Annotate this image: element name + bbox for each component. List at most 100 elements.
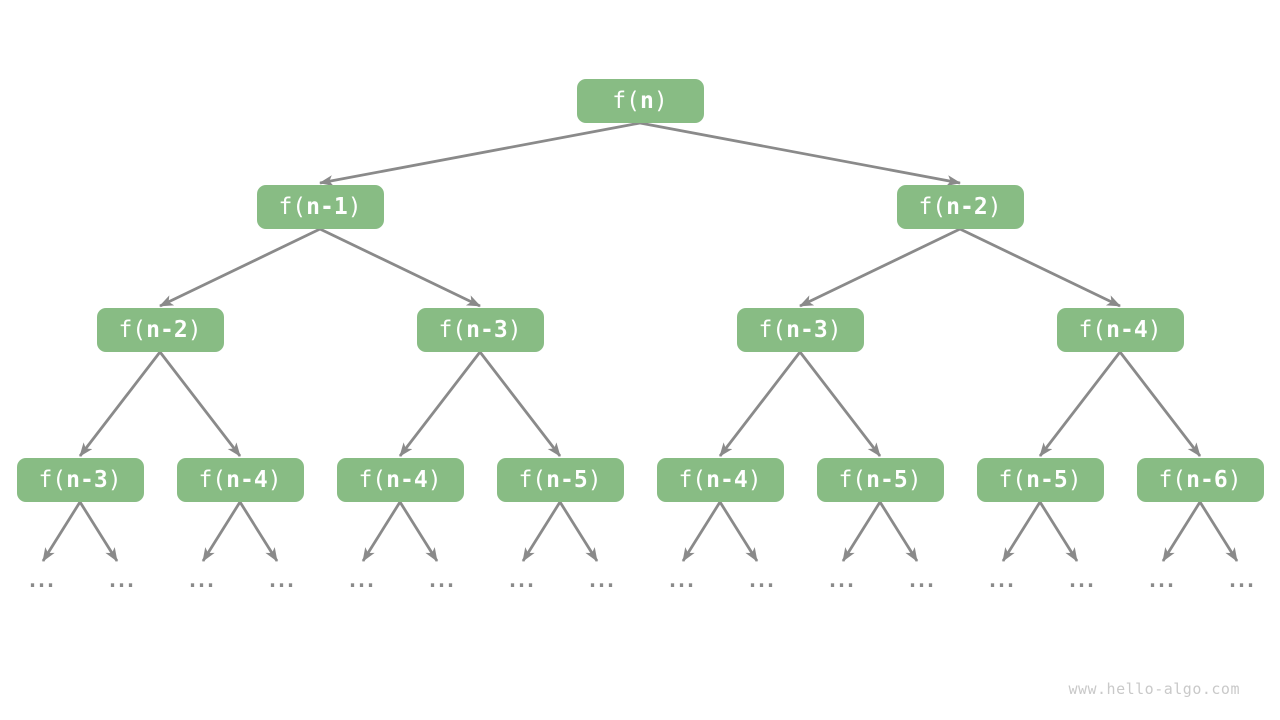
tree-edge (78, 351, 162, 457)
ellipsis-leaf: ... (186, 568, 216, 592)
tree-node: f(n-4) (656, 458, 784, 502)
tree-edge (1198, 501, 1239, 562)
tree-edge (319, 121, 641, 187)
watermark: www.hello-algo.com (1068, 680, 1240, 698)
node-label-post: ) (1227, 467, 1242, 493)
tree-edge (201, 501, 242, 562)
node-label-pre: f( (518, 467, 547, 493)
ellipsis-leaf: ... (26, 568, 56, 592)
ellipsis-leaf: ... (266, 568, 296, 592)
node-label-post: ) (1067, 467, 1082, 493)
tree-edge (1118, 351, 1202, 457)
node-label-arg: n-1 (306, 194, 348, 220)
node-label-post: ) (1147, 317, 1162, 343)
node-label-arg: n-5 (866, 467, 908, 493)
node-label-arg: n-3 (66, 467, 108, 493)
ellipsis-leaf: ... (666, 568, 696, 592)
node-label-post: ) (187, 317, 202, 343)
node-label-post: ) (827, 317, 842, 343)
tree-edge (959, 227, 1121, 308)
tree-node: f(n-5) (816, 458, 944, 502)
tree-node: f(n) (576, 79, 704, 123)
tree-edge (319, 227, 481, 308)
node-label-arg: n-4 (706, 467, 748, 493)
tree-edge (841, 501, 882, 562)
tree-node: f(n-4) (176, 458, 304, 502)
tree-edge (41, 501, 82, 562)
node-label-arg: n-3 (466, 317, 508, 343)
node-label-pre: f( (278, 194, 307, 220)
tree-edge (558, 501, 599, 562)
node-label-arg: n-4 (386, 467, 428, 493)
node-label-pre: f( (612, 88, 640, 114)
node-label-arg: n-6 (1186, 467, 1228, 493)
node-label-arg: n-2 (146, 317, 188, 343)
ellipsis-leaf: ... (426, 568, 456, 592)
tree-edge (521, 501, 562, 562)
tree-edge (361, 501, 402, 562)
node-label-post: ) (347, 194, 362, 220)
node-label-pre: f( (1078, 317, 1107, 343)
tree-node: f(n-3) (16, 458, 144, 502)
ellipsis-leaf: ... (1146, 568, 1176, 592)
tree-edge (1161, 501, 1202, 562)
node-label-pre: f( (758, 317, 787, 343)
tree-edge (238, 501, 279, 562)
tree-node: f(n-1) (256, 185, 384, 229)
node-label-post: ) (427, 467, 442, 493)
ellipsis-leaf: ... (906, 568, 936, 592)
tree-edge (78, 501, 119, 562)
node-label-pre: f( (838, 467, 867, 493)
node-label-arg: n-4 (1106, 317, 1148, 343)
node-label-arg: n-4 (226, 467, 268, 493)
tree-node: f(n-5) (976, 458, 1104, 502)
node-label-post: ) (107, 467, 122, 493)
node-label-post: ) (907, 467, 922, 493)
tree-node: f(n-5) (496, 458, 624, 502)
node-label-pre: f( (358, 467, 387, 493)
node-label-pre: f( (38, 467, 67, 493)
node-label-pre: f( (998, 467, 1027, 493)
node-label-post: ) (587, 467, 602, 493)
node-label-arg: n (639, 88, 654, 114)
tree-edge (398, 351, 482, 457)
node-label-arg: n-5 (546, 467, 588, 493)
ellipsis-leaf: ... (586, 568, 616, 592)
node-label-pre: f( (198, 467, 227, 493)
ellipsis-leaf: ... (1066, 568, 1096, 592)
tree-edge (158, 351, 242, 457)
node-label-pre: f( (678, 467, 707, 493)
tree-edge (681, 501, 722, 562)
tree-node: f(n-3) (416, 308, 544, 352)
node-label-pre: f( (118, 317, 147, 343)
node-label-arg: n-3 (786, 317, 828, 343)
ellipsis-leaf: ... (506, 568, 536, 592)
node-label-pre: f( (918, 194, 947, 220)
tree-node: f(n-3) (736, 308, 864, 352)
tree-edge (159, 227, 321, 308)
node-label-arg: n-2 (946, 194, 988, 220)
tree-node: f(n-4) (1056, 308, 1184, 352)
node-label-post: ) (653, 88, 668, 114)
tree-edge (398, 501, 439, 562)
node-label-arg: n-5 (1026, 467, 1068, 493)
ellipsis-leaf: ... (826, 568, 856, 592)
tree-node: f(n-4) (336, 458, 464, 502)
tree-edge (1001, 501, 1042, 562)
node-label-post: ) (747, 467, 762, 493)
tree-edge (1038, 351, 1122, 457)
ellipsis-leaf: ... (106, 568, 136, 592)
ellipsis-leaf: ... (986, 568, 1016, 592)
tree-edge (718, 351, 802, 457)
tree-edge (1038, 501, 1079, 562)
tree-node: f(n-2) (896, 185, 1024, 229)
node-label-post: ) (267, 467, 282, 493)
node-label-pre: f( (438, 317, 467, 343)
ellipsis-leaf: ... (746, 568, 776, 592)
tree-edge (639, 121, 961, 187)
tree-edge (878, 501, 919, 562)
ellipsis-leaf: ... (1226, 568, 1256, 592)
tree-edge (718, 501, 759, 562)
tree-node: f(n-6) (1136, 458, 1264, 502)
